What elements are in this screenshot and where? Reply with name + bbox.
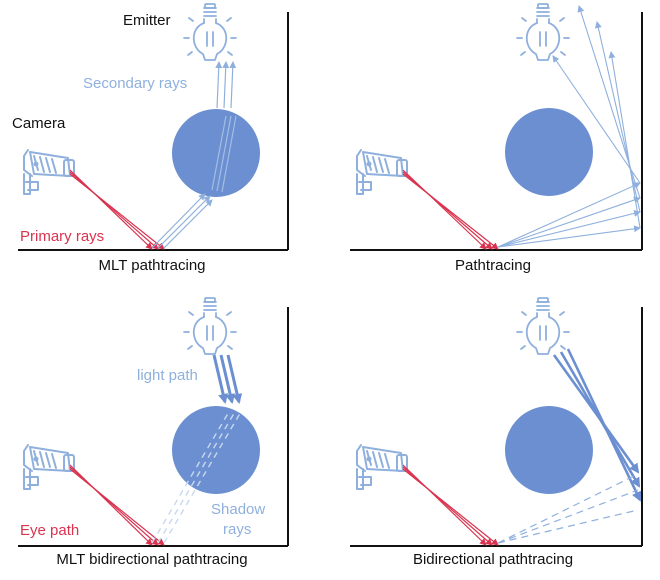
light-bulb-icon — [516, 297, 570, 355]
light-path-label: light path — [137, 367, 198, 384]
panel-bidirectional: Bidirectional pathtracing — [350, 297, 643, 568]
light-path-rays — [552, 348, 642, 502]
emitter-label: Emitter — [123, 12, 171, 29]
panel-pathtracing: Pathtracing — [350, 3, 643, 274]
sphere — [505, 108, 593, 196]
security-camera-icon — [23, 149, 75, 195]
shadow-rays — [497, 473, 639, 544]
eye-path-rays — [402, 464, 499, 546]
camera-label: Camera — [12, 115, 66, 132]
secondary-rays — [497, 5, 641, 248]
sphere — [172, 406, 260, 494]
security-camera-icon — [356, 444, 408, 490]
panel-mlt-pathtracing: Emitter Camera Secondary rays Primary ra… — [12, 3, 289, 274]
eye-path-rays — [69, 464, 165, 546]
panel-caption: MLT bidirectional pathtracing — [56, 551, 247, 568]
shadow-rays-label-line2: rays — [223, 521, 251, 538]
security-camera-icon — [23, 444, 75, 490]
panel-caption: MLT pathtracing — [99, 257, 206, 274]
light-bulb-icon — [516, 3, 570, 61]
shadow-rays-label-line1: Shadow — [211, 501, 265, 518]
light-path-rays — [212, 354, 243, 404]
security-camera-icon — [356, 149, 408, 195]
panel-caption: Bidirectional pathtracing — [413, 551, 573, 568]
light-bulb-icon — [183, 3, 237, 61]
primary-rays — [69, 169, 165, 250]
sphere — [172, 109, 260, 197]
shadow-rays — [151, 409, 243, 544]
sphere — [505, 406, 593, 494]
panel-mlt-bidirectional: light path Shadow rays Eye path MLT bidi… — [18, 297, 289, 568]
primary-rays — [402, 169, 499, 250]
light-bulb-icon — [183, 297, 237, 355]
secondary-rays-label: Secondary rays — [83, 75, 187, 92]
panel-caption: Pathtracing — [455, 257, 531, 274]
secondary-rays — [151, 61, 237, 249]
primary-rays-label: Primary rays — [20, 228, 104, 245]
eye-path-label: Eye path — [20, 522, 79, 539]
